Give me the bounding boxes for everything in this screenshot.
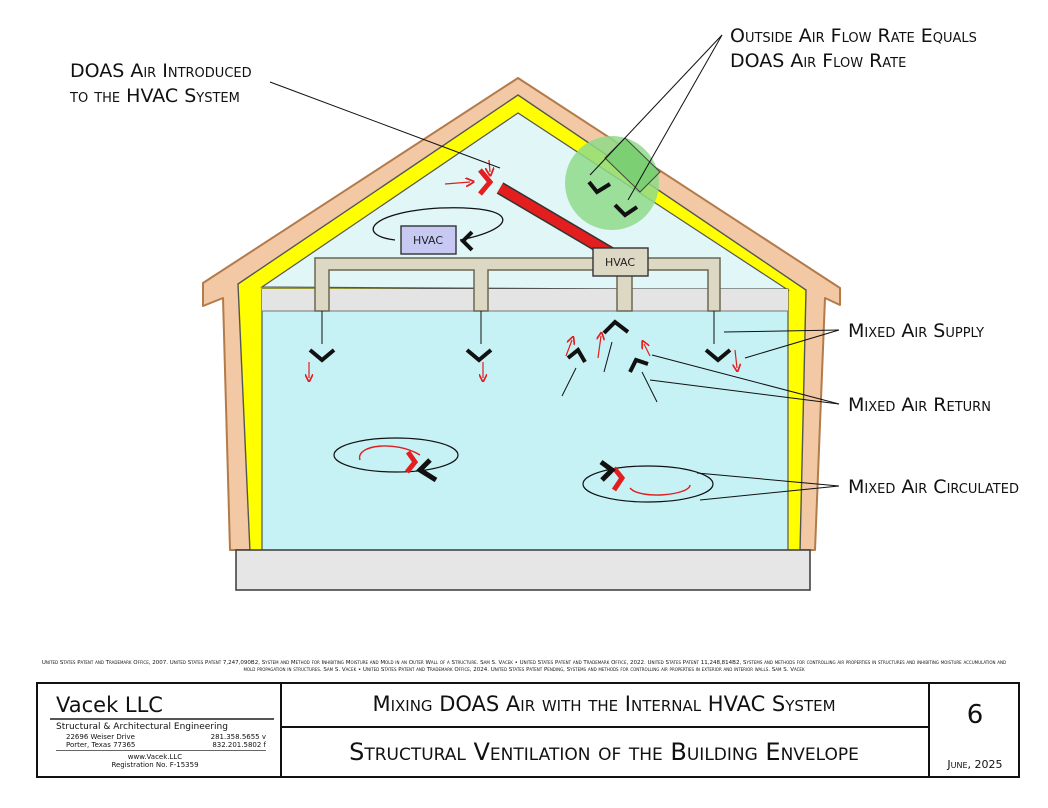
attic-return-chevron	[460, 230, 474, 252]
company-name: Vacek LLC	[50, 692, 274, 720]
supply-outlet-3	[704, 311, 737, 368]
phone-fax: 832.201.5802 f	[212, 741, 266, 749]
hvac-label-attic: HVAC	[413, 234, 443, 247]
return-arrows	[561, 319, 658, 403]
hvac-label-plenum: HVAC	[605, 256, 635, 269]
foundation-slab	[235, 549, 811, 591]
company-web: www.Vacek.LLC Registration No. F-15359	[38, 753, 260, 769]
label-outside-air-line2: DOAS Air Flow Rate	[730, 50, 906, 72]
circulation-loop-right	[582, 459, 714, 503]
address-line2: Porter, Texas 77365	[66, 741, 136, 749]
supply-outlet-1	[309, 311, 336, 378]
patent-notice: United States Patent and Trademark Offic…	[41, 660, 1007, 673]
interior-space	[261, 288, 789, 552]
website-text: www.Vacek.LLC	[127, 753, 183, 761]
drawing-title-1: Mixing DOAS Air with the Internal HVAC S…	[280, 684, 928, 728]
outside-air-chevron-1	[587, 180, 612, 195]
circulation-loop-left	[333, 437, 459, 483]
label-doas-introduced-line2: to the HVAC System	[69, 85, 240, 107]
sheet-date: June, 2025	[947, 758, 1003, 771]
label-mixed-supply: Mixed Air Supply	[848, 320, 984, 342]
company-divider	[56, 750, 266, 751]
address-line1: 22696 Weiser Drive	[66, 733, 135, 741]
label-outside-air-line1: Outside Air Flow Rate Equals	[730, 25, 977, 47]
supply-outlet-2	[465, 311, 493, 378]
hvac-unit-plenum	[592, 247, 649, 277]
title-block: Vacek LLC Structural & Architectural Eng…	[36, 682, 1020, 778]
registration-number: Registration No. F-15359	[111, 761, 199, 769]
drawing-title-2: Structural Ventilation of the Building E…	[349, 738, 859, 766]
hvac-unit-attic	[400, 225, 457, 255]
label-doas-introduced-line1: DOAS Air Introduced	[70, 60, 252, 82]
sheet-number: 6	[966, 700, 984, 730]
doas-inlet-chevron	[478, 168, 494, 196]
label-mixed-return: Mixed Air Return	[848, 394, 991, 416]
phone-voice: 281.358.5655 v	[210, 733, 266, 741]
company-address: 22696 Weiser Drive 281.358.5655 v Porter,…	[66, 733, 266, 749]
label-mixed-circulated: Mixed Air Circulated	[848, 476, 1019, 498]
company-block: Vacek LLC Structural & Architectural Eng…	[38, 684, 282, 776]
outside-air-chevron-2	[613, 203, 639, 218]
leader-lines	[269, 34, 840, 501]
sheet-info: 6 June, 2025	[928, 684, 1020, 776]
ceiling-plenum	[262, 289, 788, 311]
company-subtitle: Structural & Architectural Engineering	[56, 722, 228, 732]
attic-circulation-loop	[372, 207, 504, 241]
